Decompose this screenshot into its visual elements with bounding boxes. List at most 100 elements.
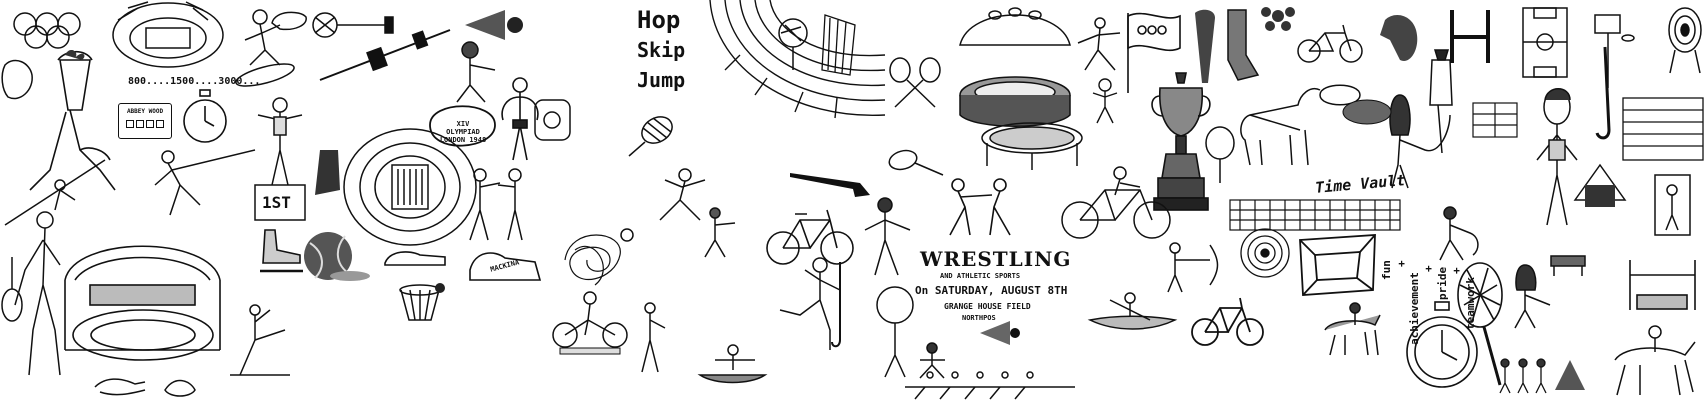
football-pitch-icon [1522, 7, 1568, 78]
field-hockey-stick-icon [1595, 46, 1611, 140]
speech-bubble-icon [1319, 84, 1361, 106]
shuttlecock-small-icon [980, 321, 1020, 345]
hurdle-runner-icon [779, 257, 841, 350]
stick-figure-icon [1092, 78, 1118, 124]
wrestling-subtitle: AND ATHLETIC SPORTS [940, 272, 1021, 280]
equestrian-icon [1324, 302, 1381, 356]
shuttlecock-icon [465, 10, 523, 40]
scoreboard-icon [1472, 102, 1518, 138]
spectator-silhouette-icon [1573, 163, 1627, 207]
female-athlete-icon [257, 97, 303, 186]
long-hair-athlete-icon [1514, 264, 1551, 329]
gymnast-icon [230, 304, 290, 376]
swimmer-icon [94, 378, 146, 396]
archery-target-icon [1668, 7, 1702, 74]
horse-jumper-icon [1614, 325, 1696, 396]
archer-icon [1167, 242, 1219, 293]
value-fun: fun [1380, 260, 1393, 280]
value-pride: pride [1436, 266, 1449, 300]
olympiad-label: XIV OLYMPIAD LONDON 1948 [439, 120, 487, 144]
fencer-icon [469, 168, 523, 241]
shuttlecock-bottom-icon [1555, 360, 1585, 390]
hurdler-icon [154, 149, 256, 216]
ice-hockey-player-icon [315, 150, 340, 195]
abbey-wood-card: ABBEY WOOD [118, 103, 172, 139]
stadium-sketch-icon [112, 1, 224, 68]
cricket-glove-icon [1342, 99, 1392, 125]
stadium-aerial-icon [959, 76, 1071, 127]
stopwatch-large-icon [1406, 301, 1478, 388]
flower-icon [1261, 7, 1295, 31]
badminton-racket-icon [628, 116, 673, 157]
target-scribble-icon [1240, 228, 1290, 278]
tennis-racket-small-icon [888, 149, 944, 176]
wrestling-title: WRESTLING [920, 247, 1072, 271]
hockey-stick-vertical-icon [831, 262, 841, 348]
gymnast-handstand-icon [659, 168, 706, 221]
badminton-paddle-icon [1205, 126, 1235, 183]
cyclist-icon [552, 291, 628, 355]
crouching-athlete-icon [919, 342, 945, 379]
skier-figure-icon [456, 41, 496, 103]
dumbbell-icon [312, 12, 394, 38]
runner-figure-icon [704, 207, 736, 258]
tennis-racket-large-icon [1457, 262, 1503, 386]
bowling-pin-icon [164, 379, 196, 397]
runner-woman-icon [864, 197, 911, 276]
sock-icon [1227, 9, 1260, 81]
torch-arm-icon [29, 50, 116, 191]
first-place-label: 1ST [262, 193, 291, 212]
horse-icon [1240, 88, 1321, 166]
basketball-hoop-icon [399, 283, 445, 321]
wrestlers-icon [949, 178, 1011, 236]
sports-bag-icon [534, 99, 571, 141]
wrestling-venue: GRANGE HOUSE FIELD [944, 302, 1031, 311]
high-jump-bar-icon [1629, 260, 1696, 310]
bench-icon [1550, 255, 1586, 276]
olympic-rings-icon [13, 12, 81, 49]
velodrome-dome-icon [959, 7, 1071, 46]
kayaker-icon [697, 344, 768, 384]
flag-striped-icon [821, 14, 856, 76]
high-jump-figure-icon [1077, 17, 1121, 71]
wrestling-town: NORTHPOS [962, 314, 996, 322]
running-track-lanes-icon [709, 0, 886, 119]
hula-hoop-figure-icon [876, 286, 914, 378]
torch-icon [1195, 9, 1215, 83]
horse-head-icon [1380, 15, 1418, 61]
crossed-rackets-icon [889, 57, 941, 108]
javelin-icon [319, 29, 451, 81]
tennis-net-icon [1229, 199, 1401, 231]
mountain-bike-icon [1191, 297, 1264, 346]
rowing-eight-icon [905, 371, 1075, 400]
boxing-glove-icon [271, 11, 307, 31]
stopwatch-icon [183, 89, 227, 143]
bicycle-icon [766, 209, 854, 265]
glove-icon [1, 59, 33, 100]
spectators-icon [1499, 358, 1547, 394]
cricket-bat-icon [1429, 49, 1453, 154]
olympiad-badge-icon [429, 105, 496, 147]
sneaker-icon [384, 251, 446, 266]
wrestling-date: On SATURDAY, AUGUST 8TH [915, 284, 1068, 297]
tennis-racket-icon [1, 257, 23, 322]
pole-vaulter-icon [641, 302, 666, 373]
swimming-lanes-icon [1622, 97, 1704, 161]
snowboarder-icon [235, 9, 295, 87]
pole-vault-icon [4, 159, 106, 226]
table-tennis-paddle-icon [778, 18, 808, 70]
value-plus-1: + [1395, 260, 1408, 267]
doorway-figure-icon [1654, 174, 1691, 236]
podium-icon [254, 184, 306, 221]
rugby-goalpost-icon [1450, 10, 1490, 63]
olympic-flag-icon [1127, 12, 1181, 93]
jump-label: Jump [637, 68, 686, 92]
athletics-track-icon [343, 128, 477, 246]
trampoline-icon [981, 122, 1083, 170]
running-shoe-icon [469, 252, 542, 281]
value-plus-2: + [1422, 265, 1435, 272]
boxing-ring-icon [1299, 234, 1376, 296]
bicycle-large-icon [1061, 166, 1171, 239]
bicycle-small-icon [1297, 24, 1363, 63]
canoe-icon [1087, 292, 1178, 330]
